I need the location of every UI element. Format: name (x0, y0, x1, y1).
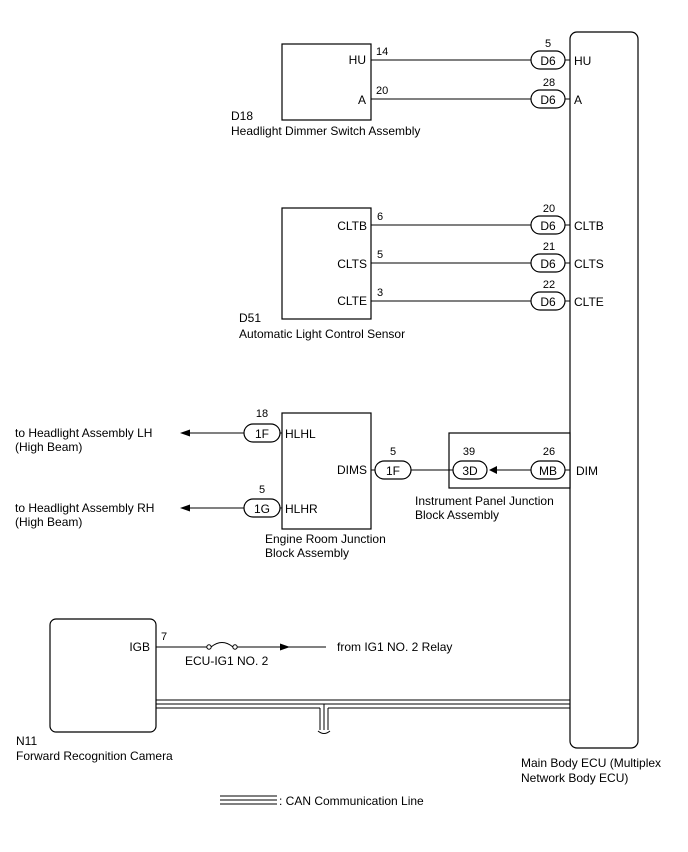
a-ecu-pin: A (574, 93, 582, 107)
hu-src-pin-no: 14 (376, 46, 388, 58)
ip-connector-arrow (489, 466, 497, 474)
ecu-name-line2: Network Body ECU) (521, 771, 628, 785)
clts-src-pin-no: 5 (377, 249, 383, 261)
d18-code: D18 (231, 109, 253, 123)
fuse-label: ECU-IG1 NO. 2 (185, 654, 269, 668)
hlhr-connector (243, 498, 281, 518)
fuse-terminal-left (206, 644, 212, 650)
ipjb-name-line2: Block Assembly (415, 508, 499, 522)
fuse-icon (210, 642, 234, 648)
a-connector-label: D6 (540, 93, 556, 107)
erjb-pin-hlhr: HLHR (285, 502, 318, 516)
hlhr-connector-label: 1G (254, 502, 270, 516)
hu-connector (530, 50, 566, 70)
d18-box (281, 43, 372, 121)
engine-room-jb-box (281, 412, 372, 530)
n11-box (49, 618, 157, 733)
hlhl-connector-label: 1F (255, 427, 269, 441)
d51-pin-clte: CLTE (337, 294, 367, 308)
hlhr-pin-no: 5 (259, 484, 265, 496)
cltb-connector-label: D6 (540, 219, 556, 233)
d51-code: D51 (239, 311, 261, 325)
d18-name: Headlight Dimmer Switch Assembly (231, 124, 420, 138)
dims-connector (374, 460, 412, 480)
cltb-connector (530, 215, 566, 235)
hlhl-dest-line2: (High Beam) (15, 440, 82, 454)
dims-connector-label: 1F (386, 464, 400, 478)
igb-source: from IG1 NO. 2 Relay (337, 640, 452, 654)
a-src-pin-no: 20 (376, 85, 388, 97)
hu-ecu-pin: HU (574, 54, 591, 68)
mb-connector-label: MB (539, 464, 557, 478)
n11-name: Forward Recognition Camera (16, 749, 173, 763)
dims-pin-no: 5 (390, 446, 396, 458)
clte-connector (530, 291, 566, 311)
hlhl-dest-line1: to Headlight Assembly LH (15, 426, 152, 440)
clte-src-pin-no: 3 (377, 287, 383, 299)
a-connector (530, 89, 566, 109)
d51-pin-cltb: CLTB (337, 219, 367, 233)
mb-pin-no: 26 (543, 446, 555, 458)
d51-box (281, 207, 372, 320)
erjb-name-line2: Block Assembly (265, 546, 349, 560)
can-bus (156, 699, 570, 734)
cltb-ecu-pin: CLTB (574, 219, 604, 233)
ecu-pin-dim: DIM (576, 464, 598, 478)
hu-ecu-pin-no: 5 (545, 38, 551, 50)
ip-pin-no: 39 (463, 446, 475, 458)
clte-ecu-pin-no: 22 (543, 279, 555, 291)
cltb-src-pin-no: 6 (377, 211, 383, 223)
d18-pin-a: A (358, 93, 366, 107)
igb-pin-no: 7 (161, 631, 167, 643)
hlhr-arrow (180, 504, 190, 512)
ip-connector-label: 3D (462, 464, 478, 478)
a-ecu-pin-no: 28 (543, 77, 555, 89)
ecu-name-line1: Main Body ECU (Multiplex (521, 756, 661, 770)
hlhl-connector (243, 423, 281, 443)
clts-connector (530, 253, 566, 273)
hlhl-pin-no: 18 (256, 408, 268, 420)
n11-pin-igb: IGB (129, 640, 150, 654)
d51-pin-clts: CLTS (337, 257, 367, 271)
clte-connector-label: D6 (540, 295, 556, 309)
erjb-pin-hlhl: HLHL (285, 427, 316, 441)
clts-connector-label: D6 (540, 257, 556, 271)
ipjb-name-line1: Instrument Panel Junction (415, 494, 554, 508)
hu-connector-label: D6 (540, 54, 556, 68)
main-body-ecu-box (569, 31, 639, 749)
clts-ecu-pin-no: 21 (543, 241, 555, 253)
can-legend-symbol (220, 795, 277, 805)
erjb-pin-dims: DIMS (337, 463, 367, 477)
erjb-name-line1: Engine Room Junction (265, 532, 386, 546)
igb-arrow (280, 643, 290, 651)
fuse-terminal-right (232, 644, 238, 650)
cltb-ecu-pin-no: 20 (543, 203, 555, 215)
clts-ecu-pin: CLTS (574, 257, 604, 271)
n11-code: N11 (16, 734, 37, 748)
hlhr-dest-line1: to Headlight Assembly RH (15, 501, 154, 515)
hlhl-arrow (180, 429, 190, 437)
can-legend-label: : CAN Communication Line (279, 794, 424, 808)
d18-pin-hu: HU (349, 53, 366, 67)
d51-name: Automatic Light Control Sensor (239, 327, 405, 341)
hlhr-dest-line2: (High Beam) (15, 515, 82, 529)
ip-connector (452, 460, 488, 480)
mb-connector (530, 460, 566, 480)
clte-ecu-pin: CLTE (574, 295, 604, 309)
